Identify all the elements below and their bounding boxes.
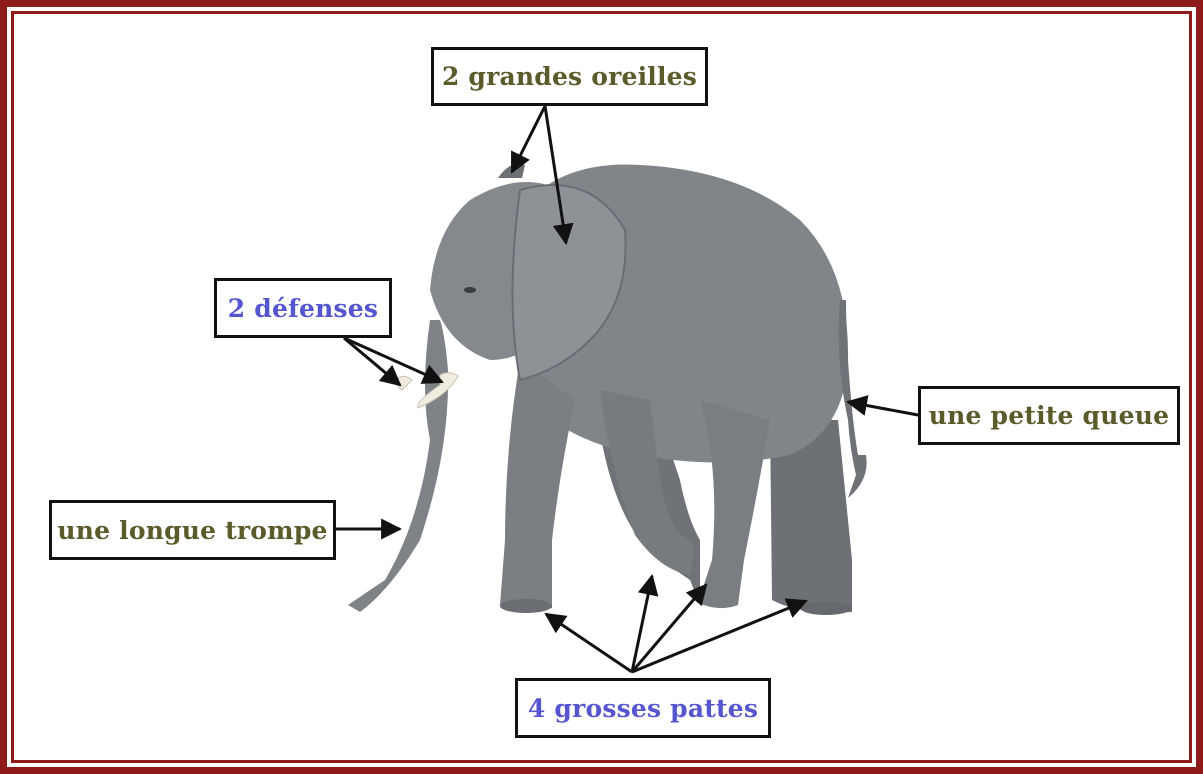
- label-legs: 4 grosses pattes: [515, 678, 771, 738]
- arrow-tusk-1: [344, 338, 400, 385]
- arrow-ear-1: [512, 106, 545, 172]
- arrow-leg-2: [632, 576, 652, 672]
- eye: [464, 287, 476, 293]
- arrow-tail: [848, 402, 918, 415]
- front-leg: [500, 360, 575, 611]
- arrow-leg-3: [632, 585, 706, 672]
- label-trunk: une longue trompe: [49, 500, 336, 560]
- arrow-leg-1: [546, 614, 632, 672]
- arrow-leg-4: [632, 601, 806, 672]
- hind-leg: [698, 400, 770, 608]
- label-tail: une petite queue: [918, 386, 1180, 445]
- label-tusks: 2 défenses: [214, 278, 392, 338]
- foot-hind: [800, 601, 852, 615]
- label-ears: 2 grandes oreilles: [431, 47, 708, 106]
- foot-front: [500, 599, 552, 613]
- elephant-illustration: [348, 164, 867, 615]
